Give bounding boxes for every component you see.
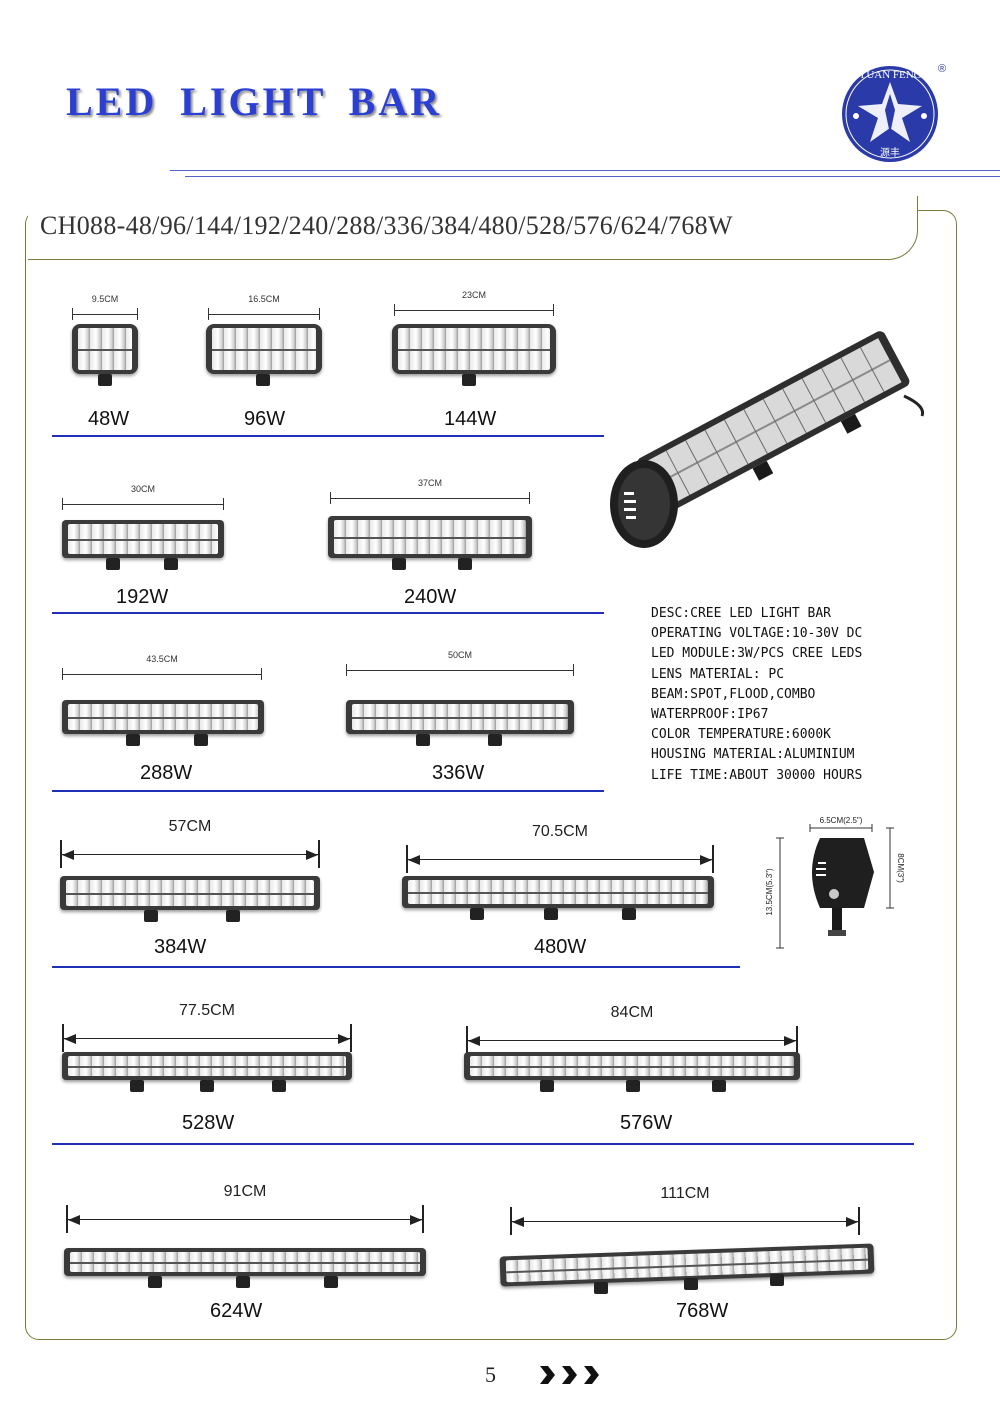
spec-list: DESC:CREE LED LIGHT BAR OPERATING VOLTAG…: [651, 604, 862, 786]
light-bar-192w: [62, 520, 224, 558]
chevron-right-icon: [540, 1366, 555, 1384]
bracket: [256, 374, 270, 386]
spec-item: HOUSING MATERIAL:ALUMINIUM: [651, 747, 855, 763]
spec-item: WATERPROOF:IP67: [651, 707, 769, 723]
chevron-right-icon: [584, 1366, 599, 1384]
spec-item: LED MODULE:3W/PCS CREE LEDS: [651, 646, 863, 662]
bracket: [488, 734, 502, 746]
light-bar-480w: [402, 876, 714, 908]
light-bar-hero-image: [610, 331, 925, 548]
light-bar-288w: [62, 700, 264, 734]
dimension-96w: 16.5CM: [208, 294, 320, 320]
bracket: [458, 558, 472, 570]
dimension-768w: 111CM: [510, 1185, 860, 1235]
side-width-label: 6.5CM(2.5"): [820, 816, 863, 825]
light-bar-96w: [206, 324, 322, 374]
light-bar-144w: [392, 324, 556, 374]
bracket: [98, 374, 112, 386]
bracket: [626, 1080, 640, 1092]
dimension-624w: 91CM: [66, 1183, 424, 1233]
bracket: [684, 1278, 698, 1290]
watt-label-528w: 528W: [182, 1112, 235, 1134]
dimension-240w: 37CM: [330, 478, 530, 504]
side-height-label: 13.5CM(5.3"): [765, 868, 774, 916]
page-title: LED LIGHT BAR: [66, 79, 443, 124]
logo-text-top: YUAN FENG: [858, 69, 921, 81]
light-bar-336w: [346, 700, 574, 734]
watt-label-480w: 480W: [534, 936, 587, 958]
chevron-right-icon: [562, 1366, 577, 1384]
bracket: [324, 1276, 338, 1288]
spec-item: OPERATING VOLTAGE:10-30V DC: [651, 626, 863, 642]
bracket: [200, 1080, 214, 1092]
spec-item: LENS MATERIAL: PC: [651, 666, 785, 682]
watt-label-240w: 240W: [404, 586, 457, 608]
bracket: [462, 374, 476, 386]
dimension-192w: 30CM: [62, 484, 224, 510]
watt-label-384w: 384W: [154, 936, 207, 958]
watt-label-288w: 288W: [140, 762, 193, 784]
bracket: [144, 910, 158, 922]
page-number: 5: [485, 1362, 496, 1387]
dimension-288w: 43.5CM: [62, 654, 262, 680]
row-separator: [52, 1143, 914, 1145]
bracket: [236, 1276, 250, 1288]
spec-item: BEAM:SPOT,FLOOD,COMBO: [651, 686, 816, 702]
header-rule-2: [185, 176, 1000, 177]
spec-item: COLOR TEMPERATURE:6000K: [651, 727, 832, 743]
dimension-144w: 23CM: [394, 290, 554, 316]
watt-label-576w: 576W: [620, 1112, 673, 1134]
row-separator: [52, 612, 604, 614]
watt-label-192w: 192W: [116, 586, 169, 608]
side-depth-label: 8CM(3"): [896, 853, 905, 883]
bracket: [622, 908, 636, 920]
yuan-feng-logo: YUAN FENG 源丰 ®: [842, 63, 946, 162]
bracket: [594, 1282, 608, 1294]
bracket: [540, 1080, 554, 1092]
logo-text-bottom: 源丰: [880, 146, 900, 159]
bracket: [544, 908, 558, 920]
spec-item: LIFE TIME:ABOUT 30000 HOURS: [651, 767, 863, 783]
light-bar-528w: [62, 1052, 352, 1080]
row-separator: [52, 790, 604, 792]
dimension-528w: 77.5CM: [62, 1002, 352, 1052]
bracket: [106, 558, 120, 570]
dimension-48w: 9.5CM: [72, 294, 138, 320]
model-tab: [28, 196, 918, 260]
bracket: [194, 734, 208, 746]
spec-item: DESC:CREE LED LIGHT BAR: [651, 606, 832, 621]
bracket: [164, 558, 178, 570]
bracket: [770, 1274, 784, 1286]
bracket: [272, 1080, 286, 1092]
bracket: [416, 734, 430, 746]
light-bar-624w: [64, 1248, 426, 1276]
bracket: [226, 910, 240, 922]
bracket: [470, 908, 484, 920]
watt-label-336w: 336W: [432, 762, 485, 784]
bracket: [130, 1080, 144, 1092]
light-bar-384w: [60, 876, 320, 910]
side-view-diagram: 6.5CM(2.5") 13.5CM(5.3") 8CM(3"): [765, 816, 905, 949]
bracket: [712, 1080, 726, 1092]
watt-label-96w: 96W: [244, 408, 286, 430]
dimension-576w: 84CM: [466, 1004, 798, 1054]
dimension-336w: 50CM: [346, 650, 574, 676]
light-bar-576w: [464, 1052, 800, 1080]
dimension-384w: 57CM: [60, 818, 320, 868]
watt-label-144w: 144W: [444, 408, 497, 430]
light-bar-48w: [72, 324, 138, 374]
bracket: [148, 1276, 162, 1288]
light-bar-240w: [328, 516, 532, 558]
registered-mark: ®: [938, 63, 946, 75]
row-separator: [52, 966, 740, 968]
watt-label-768w: 768W: [676, 1300, 729, 1322]
model-number: CH088-48/96/144/192/240/288/336/384/480/…: [40, 211, 733, 240]
watt-label-48w: 48W: [88, 408, 130, 430]
header-rule-1: [170, 170, 1000, 171]
dimension-480w: 70.5CM: [406, 823, 714, 873]
bracket: [126, 734, 140, 746]
row-separator: [52, 435, 604, 437]
bracket: [392, 558, 406, 570]
watt-label-624w: 624W: [210, 1300, 263, 1322]
